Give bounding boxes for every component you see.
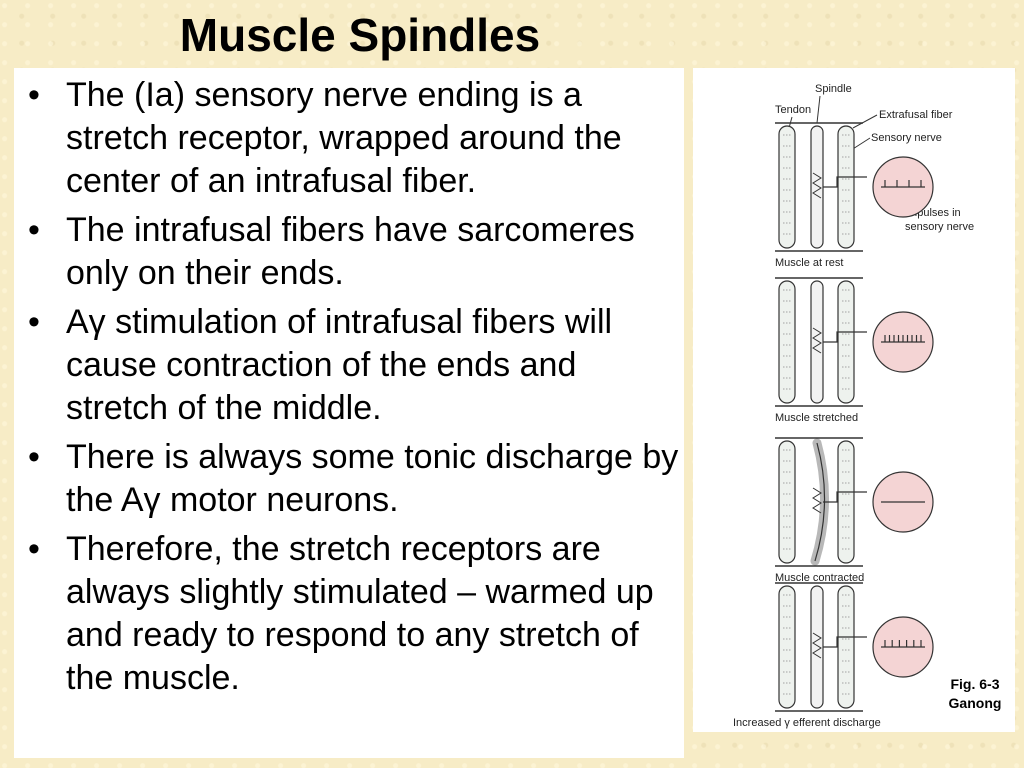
sensory-nerve-line bbox=[823, 176, 867, 188]
extrafusal-fiber bbox=[837, 280, 855, 404]
bullet-dot: • bbox=[28, 211, 40, 249]
sensory-ending bbox=[812, 632, 822, 659]
sensory-ending bbox=[812, 327, 822, 354]
label-spindle: Spindle bbox=[815, 83, 852, 95]
slide-title: Muscle Spindles bbox=[179, 9, 541, 61]
bullet-text: Aγ stimulation of intrafusal fibers will… bbox=[66, 303, 613, 427]
sensory-nerve-line bbox=[823, 491, 867, 503]
sensory-nerve-line bbox=[823, 636, 867, 648]
intrafusal-fiber bbox=[810, 280, 824, 404]
spindle-figure: Spindle Tendon Extrafusal fiber Sensory … bbox=[693, 68, 1015, 732]
extrafusal-fiber bbox=[778, 125, 796, 249]
label-impulses-2: sensory nerve bbox=[905, 221, 974, 233]
spindle-diagram: Spindle Tendon Extrafusal fiber Sensory … bbox=[733, 83, 974, 729]
figure-number: Fig. 6-3 bbox=[950, 676, 1000, 692]
extrafusal-fiber bbox=[837, 585, 855, 709]
sensory-ending bbox=[812, 487, 822, 514]
panel-caption: Muscle at rest bbox=[775, 257, 843, 269]
panel-caption: Muscle stretched bbox=[775, 412, 858, 424]
extrafusal-fiber bbox=[778, 280, 796, 404]
bullet-item: • The (Ia) sensory nerve ending is a stre… bbox=[14, 74, 684, 203]
bullet-dot: • bbox=[28, 530, 40, 568]
intrafusal-fiber bbox=[810, 125, 824, 249]
sensory-nerve-line bbox=[823, 331, 867, 343]
bullet-item: • The intrafusal fibers have sarcomeres o… bbox=[14, 209, 684, 295]
label-sensory: Sensory nerve bbox=[871, 132, 942, 144]
label-tendon: Tendon bbox=[775, 104, 811, 116]
figure-source-book: Ganong bbox=[948, 695, 1002, 711]
bullet-item: • Therefore, the stretch receptors are al… bbox=[14, 528, 684, 700]
bullet-list: • The (Ia) sensory nerve ending is a stre… bbox=[14, 68, 684, 700]
sensory-ending bbox=[812, 172, 822, 199]
figure-source: Fig. 6-3 Ganong bbox=[935, 675, 1015, 713]
bullet-text: The (Ia) sensory nerve ending is a stret… bbox=[66, 76, 622, 200]
bullet-text: There is always some tonic discharge by … bbox=[66, 438, 679, 519]
extrafusal-fiber bbox=[778, 440, 796, 564]
bullet-item: • Aγ stimulation of intrafusal fibers wil… bbox=[14, 301, 684, 430]
panel-caption: Increased γ efferent discharge bbox=[733, 717, 881, 729]
label-extrafusal: Extrafusal fiber bbox=[879, 109, 953, 121]
bullet-item: • There is always some tonic discharge by… bbox=[14, 436, 684, 522]
bullet-text-box: • The (Ia) sensory nerve ending is a stre… bbox=[14, 68, 684, 758]
bullet-dot: • bbox=[28, 76, 40, 114]
bullet-text: Therefore, the stretch receptors are alw… bbox=[66, 530, 654, 697]
extrafusal-fiber bbox=[837, 440, 855, 564]
panel-caption: Muscle contracted bbox=[775, 572, 864, 584]
bullet-text: The intrafusal fibers have sarcomeres on… bbox=[66, 211, 635, 292]
extrafusal-fiber bbox=[778, 585, 796, 709]
bullet-dot: • bbox=[28, 303, 40, 341]
extrafusal-fiber bbox=[837, 125, 855, 249]
intrafusal-fiber bbox=[810, 585, 824, 709]
bullet-dot: • bbox=[28, 438, 40, 476]
